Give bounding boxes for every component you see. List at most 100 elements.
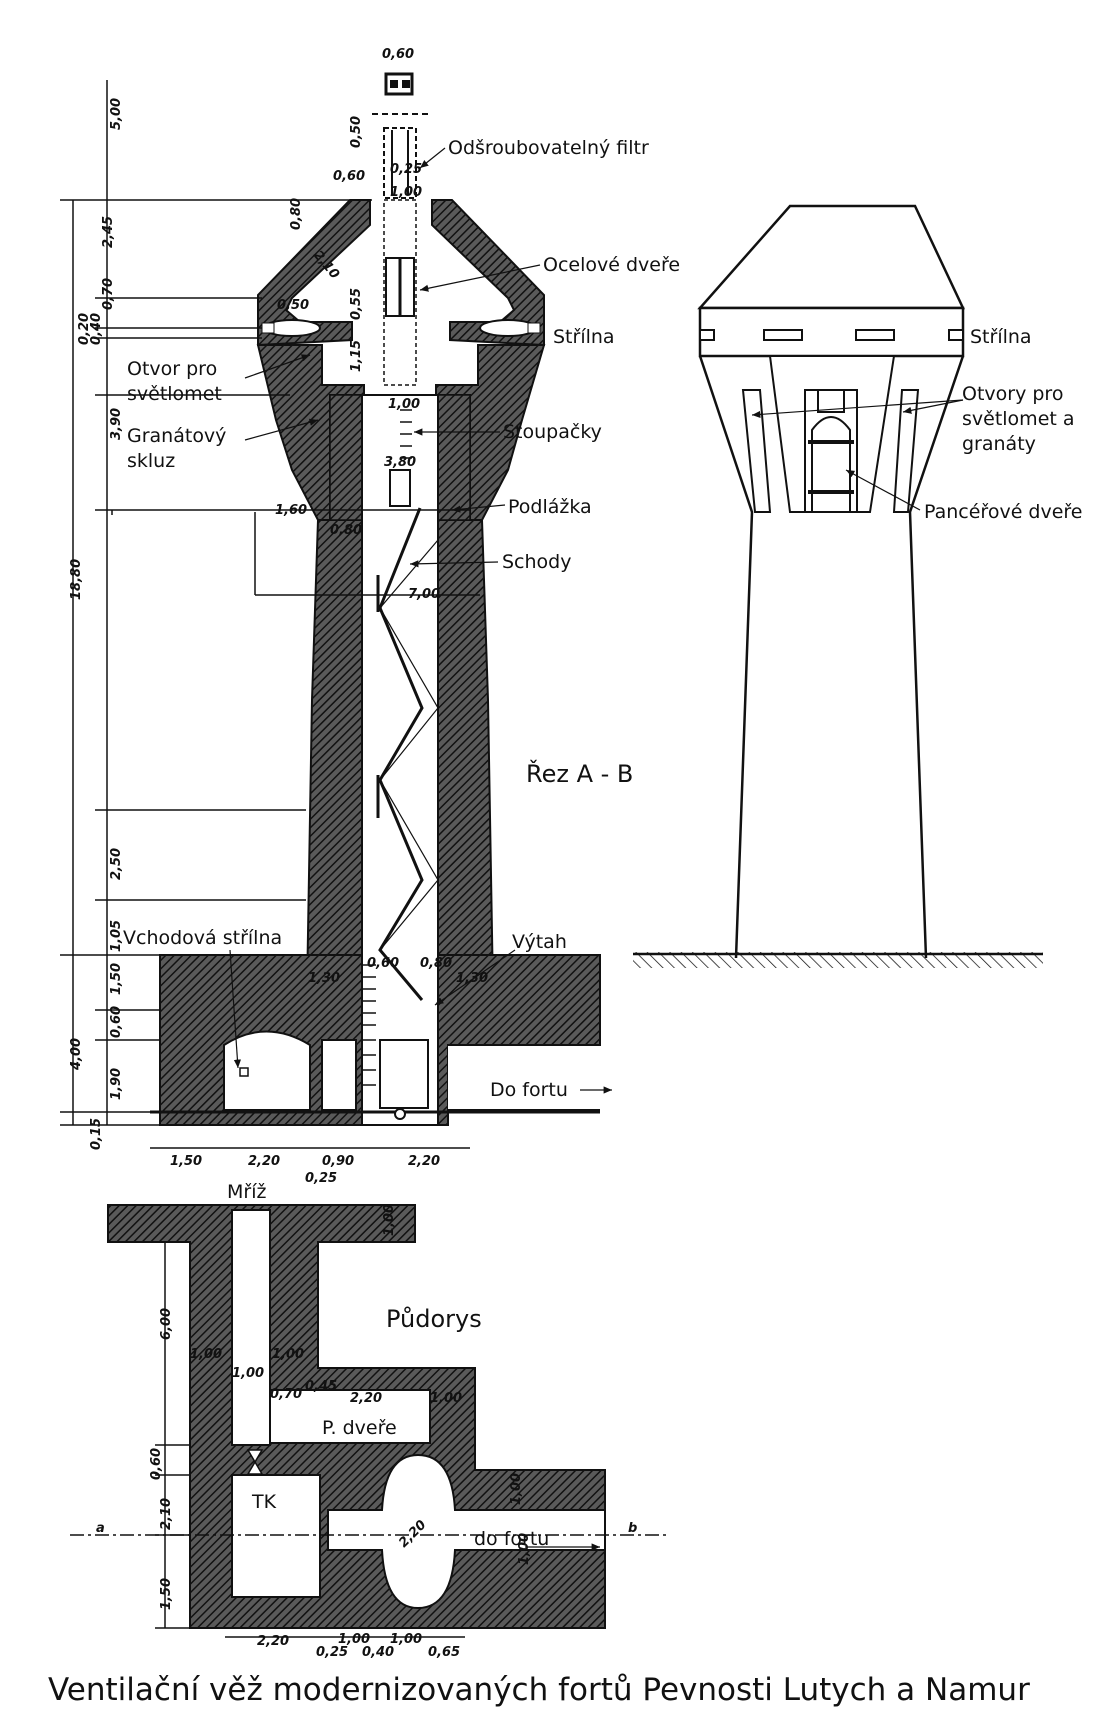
label-tk: TK [251,1491,277,1513]
svg-text:2,50: 2,50 [109,848,124,880]
svg-text:2,20: 2,20 [248,1154,280,1169]
svg-text:1,15: 1,15 [349,340,364,372]
elevation-label-armored-door: Pancéřové dveře [924,501,1083,523]
svg-text:1,50: 1,50 [109,963,124,995]
elevation-label-openings-2: světlomet a [962,408,1075,430]
plan-title: Půdorys [386,1305,482,1333]
floor-plan: Mříž Půdorys P. dveře TK do fortu a b 1,… [70,1181,670,1660]
svg-text:1,00: 1,00 [272,1347,304,1362]
elevation-label-openings-1: Otvory pro [962,383,1063,405]
section-a-b: Odšroubovatelný filtr Ocelové dveře Stří… [60,47,680,1186]
round-room [327,1453,606,1610]
landing-hatch [389,469,411,507]
svg-text:0,80: 0,80 [330,523,362,538]
svg-text:1,00: 1,00 [390,185,422,200]
vent-duct [231,1209,271,1446]
label-p-door: P. dveře [322,1417,397,1439]
svg-text:5,00: 5,00 [109,98,124,130]
svg-text:1,00: 1,00 [338,1632,370,1647]
label-landing: Podlážka [508,496,592,518]
svg-text:0,45: 0,45 [305,1379,337,1394]
label-searchlight-1: Otvor pro [127,358,217,380]
svg-text:0,60: 0,60 [149,1448,164,1480]
label-grenade-1: Granátový [127,425,226,447]
svg-text:1,00: 1,00 [430,1391,462,1406]
svg-text:0,50: 0,50 [277,298,309,313]
head-wall-right [431,199,545,347]
svg-text:0,25: 0,25 [316,1645,348,1660]
label-grille: Mříž [227,1181,266,1203]
svg-text:0,60: 0,60 [333,169,365,184]
svg-text:0,60: 0,60 [382,47,414,62]
svg-text:1,05: 1,05 [109,920,124,952]
svg-text:0,15: 0,15 [89,1118,104,1150]
svg-text:0,25: 0,25 [390,162,422,177]
svg-text:0,55: 0,55 [349,288,364,320]
label-plan-to-fort: do fortu [474,1528,549,1550]
svg-text:0,40: 0,40 [89,313,104,345]
svg-text:0,20: 0,20 [77,313,92,345]
label-filter: Odšroubovatelný filtr [448,137,649,159]
svg-text:0,65: 0,65 [428,1645,460,1660]
svg-text:0,70: 0,70 [101,278,116,310]
svg-text:2,45: 2,45 [101,216,116,248]
svg-text:1,00: 1,00 [509,1473,524,1505]
label-entry-embrasure: Vchodová střílna [123,927,282,949]
label-searchlight-2: světlomet [127,383,222,405]
svg-text:4,00: 4,00 [69,1038,84,1071]
svg-text:0,40: 0,40 [362,1645,394,1660]
svg-text:0,90: 0,90 [322,1154,354,1169]
rungs [400,409,412,459]
svg-text:1,00: 1,00 [517,1533,532,1565]
svg-text:0,70: 0,70 [270,1387,302,1402]
entry-vault [223,1030,311,1111]
elevation-roof [697,204,965,310]
label-grenade-2: skluz [127,450,175,472]
side-elevation: Střílna Otvory pro světlomet a granáty P… [633,204,1083,968]
label-to-fort: Do fortu [490,1079,568,1101]
svg-text:1,00: 1,00 [190,1347,222,1362]
label-lift: Výtah [512,931,567,953]
svg-text:1,00: 1,00 [232,1366,264,1381]
armored-door-symbol [811,416,851,513]
axis-a: a [96,1521,105,1536]
head-wall-left [257,199,371,347]
svg-text:0,60: 0,60 [367,956,399,971]
label-embrasure: Střílna [553,326,615,348]
axis-b: b [628,1521,637,1536]
svg-text:1,00: 1,00 [388,397,420,412]
svg-text:7,00: 7,00 [408,587,440,602]
elevation-embrasure-band [698,306,965,358]
inner-shaft [361,394,439,1126]
filter-body [383,127,417,199]
svg-text:18,80: 18,80 [69,559,84,600]
section-title: Řez A - B [526,759,633,788]
svg-text:1,00: 1,00 [382,1204,397,1236]
svg-text:1,00: 1,00 [390,1632,422,1647]
label-rungs: Stoupačky [503,421,602,443]
svg-text:1,30: 1,30 [308,971,340,986]
svg-text:2,20: 2,20 [350,1391,382,1406]
label-stairs: Schody [502,551,571,573]
elevation-label-embrasure: Střílna [970,326,1032,348]
svg-text:1,30: 1,30 [456,971,488,986]
tk-room [231,1474,321,1598]
svg-text:3,90: 3,90 [109,408,124,440]
svg-text:6,00: 6,00 [159,1308,174,1340]
elevation-label-openings-3: granáty [962,433,1036,455]
svg-text:2,10: 2,10 [159,1498,174,1530]
svg-text:1,60: 1,60 [275,503,307,518]
label-steel-door: Ocelové dveře [543,254,680,276]
svg-text:0,80: 0,80 [420,956,452,971]
svg-text:2,20: 2,20 [408,1154,440,1169]
lift-car [379,1039,429,1109]
svg-text:1,50: 1,50 [159,1578,174,1610]
svg-text:0,80: 0,80 [289,198,304,230]
svg-text:1,90: 1,90 [109,1068,124,1100]
svg-text:1,50: 1,50 [170,1154,202,1169]
figure-title: Ventilační věž modernizovaných fortů Pev… [48,1672,1030,1708]
svg-text:0,25: 0,25 [305,1171,337,1186]
elevation-tower-body [698,355,754,959]
svg-text:0,60: 0,60 [109,1006,124,1038]
